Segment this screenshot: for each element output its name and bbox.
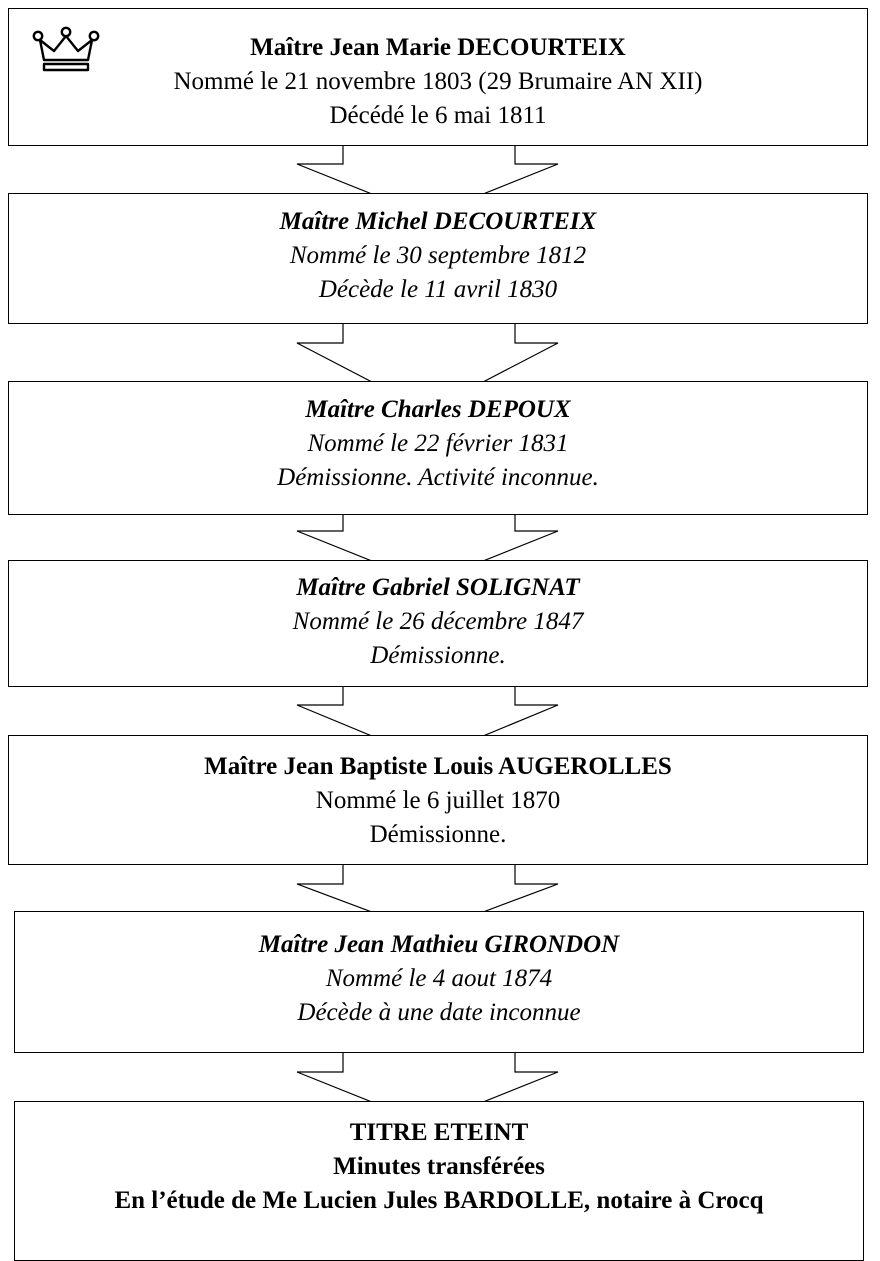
arrow-1-2 [296,144,559,195]
transfer-destination: En l’étude de Me Lucien Jules BARDOLLE, … [114,1187,764,1214]
title-status: TITRE ETEINT [349,1119,529,1146]
appointment-date: Nommé le 4 aout 1874 [325,965,553,992]
crown-icon [32,26,100,72]
end-status: Démissionne. [369,821,507,848]
notary-box-3: Maître Charles DEPOUX Nommé le 22 févrie… [8,381,868,515]
arrow-3-4 [296,513,559,562]
notary-box-6: Maître Jean Mathieu GIRONDON Nommé le 4 … [14,911,864,1053]
notary-box-5: Maître Jean Baptiste Louis AUGEROLLES No… [8,735,868,865]
final-status-box: TITRE ETEINT Minutes transférées En l’ét… [14,1101,864,1261]
arrow-4-5 [296,685,559,737]
appointment-date: Nommé le 30 septembre 1812 [289,242,587,269]
notary-name: Maître Michel DECOURTEIX [279,208,597,235]
appointment-date: Nommé le 21 novembre 1803 (29 Brumaire A… [173,68,703,95]
notary-box-4: Maître Gabriel SOLIGNAT Nommé le 26 déce… [8,560,868,687]
end-status: Décédé le 6 mai 1811 [329,102,547,129]
arrow-5-6 [296,863,559,913]
appointment-date: Nommé le 22 février 1831 [307,430,569,457]
notary-name: Maître Gabriel SOLIGNAT [296,574,580,601]
end-status: Démissionne. Activité inconnue. [277,464,599,491]
notary-box-2: Maître Michel DECOURTEIX Nommé le 30 sep… [8,193,868,324]
notary-box-1: Maître Jean Marie DECOURTEIX Nommé le 21… [8,8,868,146]
appointment-date: Nommé le 6 juillet 1870 [315,787,561,814]
end-status: Démissionne. [370,642,506,669]
end-status: Décède à une date inconnue [297,999,581,1026]
end-status: Décède le 11 avril 1830 [318,276,558,303]
notary-name: Maître Jean Mathieu GIRONDON [258,931,620,958]
minutes-transfer: Minutes transférées [333,1153,545,1180]
notary-name: Maître Jean Baptiste Louis AUGEROLLES [204,753,672,780]
notary-name: Maître Charles DEPOUX [305,396,571,423]
appointment-date: Nommé le 26 décembre 1847 [292,608,584,635]
arrow-6-7 [296,1051,559,1103]
arrow-2-3 [296,322,559,383]
notary-name: Maître Jean Marie DECOURTEIX [250,34,626,61]
